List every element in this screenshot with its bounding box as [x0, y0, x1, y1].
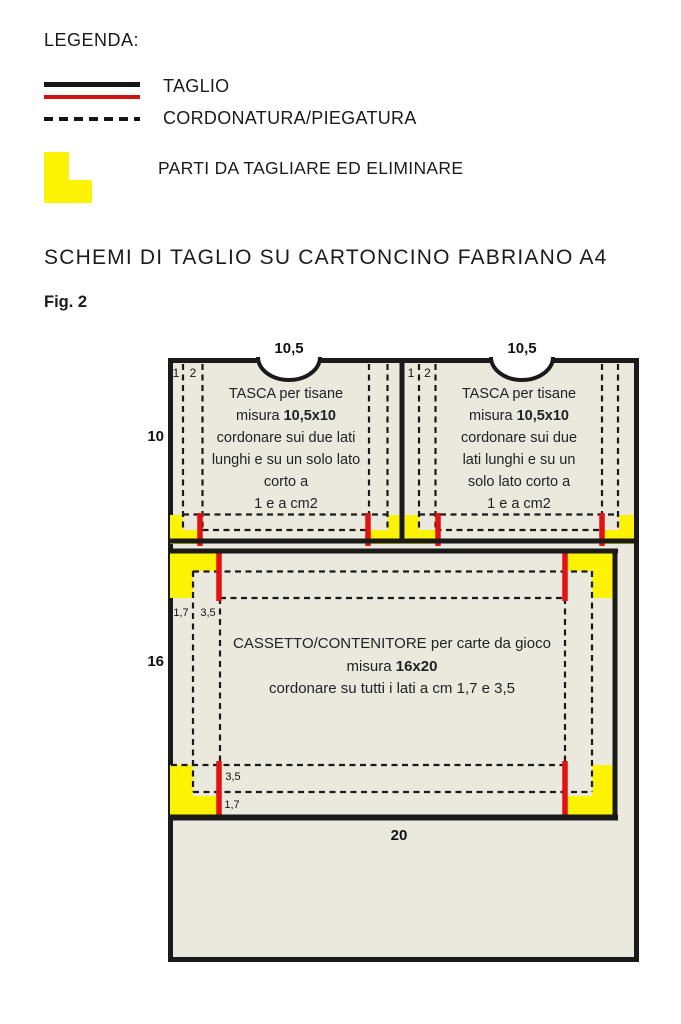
cassetto-bottom-cut: [168, 814, 618, 821]
fold-35-label: 3,5: [200, 607, 215, 619]
cut-lines: [168, 358, 639, 821]
thumb-notch-right: [489, 356, 555, 382]
waste-corner: [170, 551, 193, 598]
cut-line-red-icon: [44, 95, 140, 99]
fold-17-label: 1,7: [173, 607, 188, 619]
waste-corner: [170, 796, 218, 817]
svg-text:1 e a cm2: 1 e a cm2: [487, 496, 551, 512]
cassetto-height-label: 16: [147, 653, 164, 670]
tasca-left-width-label: 10,5: [274, 340, 303, 357]
waste-corner: [568, 796, 613, 817]
fold-lines: [171, 364, 620, 794]
cassetto-right-cut: [612, 548, 618, 821]
tasca-bottom-cut: [168, 538, 639, 544]
tasca-divider-cut: [399, 358, 405, 542]
svg-text:1 e a cm2: 1 e a cm2: [254, 496, 318, 512]
margin-1-label: 1: [408, 366, 415, 380]
svg-text:cordonare sui due lati: cordonare sui due lati: [217, 430, 356, 446]
cassetto-width-label: 20: [391, 827, 408, 844]
tasca-height-label: 10: [147, 428, 164, 445]
tasca-right-text: TASCA per tisane misura 10,5x10 cordonar…: [461, 386, 577, 512]
svg-text:misura 16x20: misura 16x20: [347, 658, 438, 675]
margin-2-label: 2: [190, 366, 197, 380]
svg-text:cordonare su tutti i lati a cm: cordonare su tutti i lati a cm 1,7 e 3,5: [269, 680, 515, 697]
cassetto-top-cut: [168, 548, 618, 554]
svg-text:misura 10,5x10: misura 10,5x10: [236, 408, 336, 424]
margin-2-label: 2: [424, 366, 431, 380]
waste-corner: [592, 551, 613, 598]
fold-line-icon: [44, 117, 140, 121]
svg-text:lati lunghi e su un: lati lunghi e su un: [463, 452, 576, 468]
fold-35-label: 3,5: [225, 771, 240, 783]
legend-item-parti: PARTI DA TAGLIARE ED ELIMINARE: [158, 158, 464, 178]
legend-item-taglio: TAGLIO: [163, 76, 230, 96]
svg-text:solo lato corto a: solo lato corto a: [468, 474, 571, 490]
svg-text:cordonare sui due: cordonare sui due: [461, 430, 577, 446]
svg-text:TASCA per tisane: TASCA per tisane: [229, 386, 343, 402]
svg-text:lunghi e su un solo lato: lunghi e su un solo lato: [212, 452, 360, 468]
svg-text:CASSETTO/CONTENITORE per carte: CASSETTO/CONTENITORE per carte da gioco: [233, 635, 551, 652]
cut-line-black-icon: [44, 82, 140, 87]
figure-label: Fig. 2: [44, 293, 88, 311]
tasca-right-width-label: 10,5: [507, 340, 536, 357]
thumb-notch-left: [256, 356, 322, 382]
fold-17-label: 1,7: [224, 799, 239, 811]
margin-1-label: 1: [173, 366, 180, 380]
legend-item-cordonatura: CORDONATURA/PIEGATURA: [163, 108, 417, 128]
page-title: SCHEMI DI TAGLIO SU CARTONCINO FABRIANO …: [44, 246, 608, 269]
svg-text:TASCA per tisane: TASCA per tisane: [462, 386, 576, 402]
cassetto-text: CASSETTO/CONTENITORE per carte da gioco …: [233, 635, 551, 697]
svg-text:misura 10,5x10: misura 10,5x10: [469, 408, 569, 424]
svg-text:corto a: corto a: [264, 474, 309, 490]
tasca-left-text: TASCA per tisane misura 10,5x10 cordonar…: [212, 386, 360, 512]
legend-title: LEGENDA:: [44, 30, 140, 50]
